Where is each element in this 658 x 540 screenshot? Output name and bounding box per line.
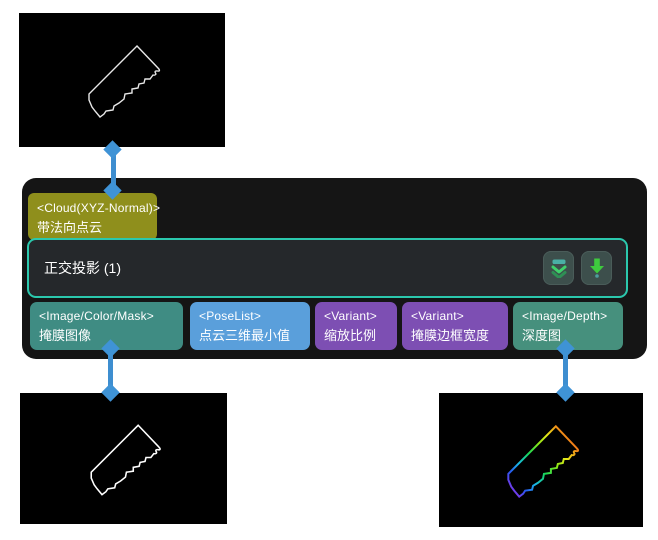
node-body[interactable]: 正交投影 (1) <box>27 238 628 298</box>
connector-line-depth <box>563 348 568 392</box>
output-port-label: 缩放比例 <box>324 328 377 343</box>
output-port-label: 点云三维最小值 <box>199 328 291 343</box>
connector-line-top <box>111 149 116 192</box>
output-port-type: <Image/Color/Mask> <box>39 309 154 323</box>
output-port-poselist[interactable]: <PoseList> 点云三维最小值 <box>190 302 310 350</box>
output-port-depth-map[interactable]: <Image/Depth> 深度图 <box>513 302 623 350</box>
output-port-mask-border-width[interactable]: <Variant> 掩膜边框宽度 <box>402 302 508 350</box>
input-port-cloud[interactable]: <Cloud(XYZ-Normal)> 带法向点云 <box>28 193 161 240</box>
input-port-label: 带法向点云 <box>37 220 103 235</box>
node-toolbar <box>543 251 612 285</box>
output-port-type: <PoseList> <box>199 309 262 323</box>
contour-outline-white <box>90 424 161 496</box>
output-port-type: <Variant> <box>411 309 464 323</box>
connector-line-mask <box>108 348 113 392</box>
output-port-scale-ratio[interactable]: <Variant> 缩放比例 <box>315 302 397 350</box>
output-port-label: 深度图 <box>522 328 562 343</box>
output-port-type: <Variant> <box>324 309 377 323</box>
output-port-label: 掩膜边框宽度 <box>411 328 490 343</box>
collapse-chevrons-icon <box>551 259 566 278</box>
run-step-button[interactable] <box>581 251 612 285</box>
output-port-type: <Image/Depth> <box>522 309 608 323</box>
contour-outline-white <box>88 45 161 118</box>
point-cloud-preview-image <box>19 13 225 147</box>
contour-outline-rainbow <box>507 425 580 498</box>
mask-image-preview <box>20 393 227 524</box>
step-node[interactable]: <Cloud(XYZ-Normal)> 带法向点云 正交投影 (1) <box>22 178 647 359</box>
depth-map-preview <box>439 393 643 527</box>
download-arrow-icon <box>589 258 604 278</box>
input-port-type: <Cloud(XYZ-Normal)> <box>37 201 161 215</box>
collapse-button[interactable] <box>543 251 574 285</box>
output-port-label: 掩膜图像 <box>39 328 92 343</box>
node-title: 正交投影 (1) <box>44 260 121 276</box>
